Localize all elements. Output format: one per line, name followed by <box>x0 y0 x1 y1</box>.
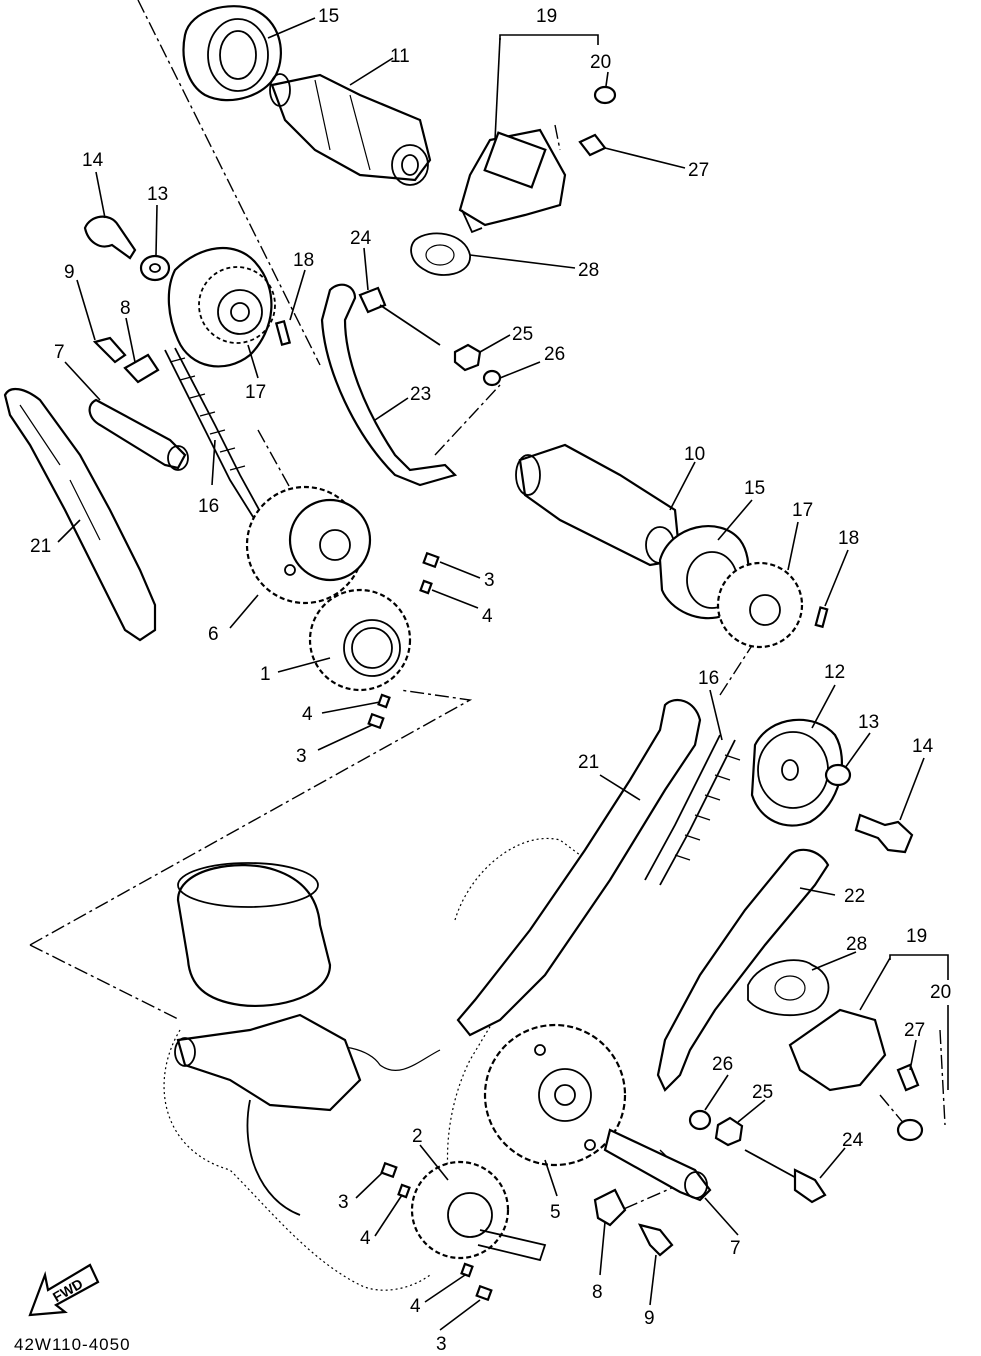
callout-9: 9 <box>64 262 75 283</box>
timing-chain-16-right <box>644 734 741 886</box>
callout-28-right: 28 <box>846 934 867 955</box>
callout-3-b: 3 <box>296 746 307 767</box>
washer-13-bolt-14-right <box>824 763 914 854</box>
callout-21: 21 <box>30 536 51 557</box>
gear-17-right <box>716 561 804 649</box>
callout-8-right: 8 <box>592 1282 603 1303</box>
callout-11: 11 <box>390 46 410 67</box>
crankshaft <box>174 1013 362 1216</box>
callout-27: 27 <box>688 160 709 181</box>
callout-5: 5 <box>550 1202 561 1223</box>
callout-4-b: 4 <box>302 704 313 725</box>
bolt-24-upper <box>358 286 441 346</box>
callout-19: 19 <box>536 6 557 27</box>
leader-lines <box>57 17 949 1331</box>
gear-6 <box>245 485 372 605</box>
callout-16: 16 <box>198 496 219 517</box>
callout-6: 6 <box>208 624 219 645</box>
gear-1 <box>308 588 412 692</box>
chain-guide-22 <box>656 848 830 1092</box>
gear-5 <box>483 1023 627 1167</box>
gear-2 <box>410 1160 547 1262</box>
callout-labels: 15 11 19 20 27 28 14 13 24 18 9 8 25 26 … <box>30 6 951 1355</box>
callout-15-right: 15 <box>744 478 765 499</box>
callout-28: 28 <box>578 260 599 281</box>
cam-sprocket-upper <box>167 246 276 368</box>
callout-2: 2 <box>412 1126 423 1147</box>
fwd-arrow-icon: FWD <box>28 1263 100 1317</box>
chain-guide-21-upper <box>3 387 157 642</box>
pin-18-upper <box>274 319 292 347</box>
drawing-code: 42W110-4050 <box>14 1335 131 1354</box>
callout-18-right: 18 <box>838 528 859 549</box>
callout-23: 23 <box>410 384 431 405</box>
callout-20-right: 20 <box>930 982 951 1003</box>
callout-14: 14 <box>82 150 104 171</box>
callout-8: 8 <box>120 298 131 319</box>
callout-18: 18 <box>293 250 314 271</box>
bolt-14-and-washer-13-upper <box>83 215 171 282</box>
callout-25-right: 25 <box>752 1082 773 1103</box>
pin-18-right <box>814 606 829 629</box>
callout-26: 26 <box>544 344 565 365</box>
small-parts-upper-left <box>88 336 189 471</box>
callout-22: 22 <box>844 886 865 907</box>
piston <box>176 862 332 1007</box>
callout-3: 3 <box>484 570 495 591</box>
callout-25: 25 <box>512 324 533 345</box>
bearing-15-upper <box>182 5 282 102</box>
callout-4-c: 4 <box>360 1228 371 1249</box>
callout-4: 4 <box>482 606 493 627</box>
springs-pins-gear-1 <box>367 551 440 730</box>
callout-12: 12 <box>824 662 845 683</box>
callout-21-right: 21 <box>578 752 599 773</box>
callout-3-d: 3 <box>436 1334 447 1355</box>
camshaft-11 <box>269 73 432 186</box>
callout-19-right: 19 <box>906 926 927 947</box>
small-parts-lower <box>593 1128 712 1257</box>
callout-27-right: 27 <box>904 1020 925 1041</box>
camshaft-10 <box>515 443 682 567</box>
callout-9-right: 9 <box>644 1308 655 1329</box>
callout-3-c: 3 <box>338 1192 349 1213</box>
callout-13-right: 13 <box>858 712 879 733</box>
callout-7-right: 7 <box>730 1238 741 1259</box>
callout-7: 7 <box>54 342 65 363</box>
callout-4-d: 4 <box>410 1296 421 1317</box>
callout-17: 17 <box>245 382 266 403</box>
springs-pins-gear-2 <box>380 1161 493 1302</box>
nut-25-washer-26-upper <box>453 343 502 387</box>
callout-15: 15 <box>318 6 339 27</box>
lower-fasteners <box>688 1109 827 1204</box>
callout-1: 1 <box>260 664 271 685</box>
chain-tensioner-lower <box>747 959 924 1142</box>
callout-24-right: 24 <box>842 1130 864 1151</box>
callout-17-right: 17 <box>792 500 813 521</box>
chain-guide-23 <box>320 283 458 487</box>
callout-14-right: 14 <box>912 736 934 757</box>
callout-13: 13 <box>147 184 168 205</box>
chain-tensioner-upper <box>410 85 617 276</box>
callout-20: 20 <box>590 52 611 73</box>
callout-24: 24 <box>350 228 372 249</box>
callout-26-right: 26 <box>712 1054 733 1075</box>
chain-guide-21-right <box>456 698 702 1037</box>
callout-16-right: 16 <box>698 668 719 689</box>
timing-chain-16-upper <box>164 347 263 521</box>
callout-10: 10 <box>684 444 705 465</box>
